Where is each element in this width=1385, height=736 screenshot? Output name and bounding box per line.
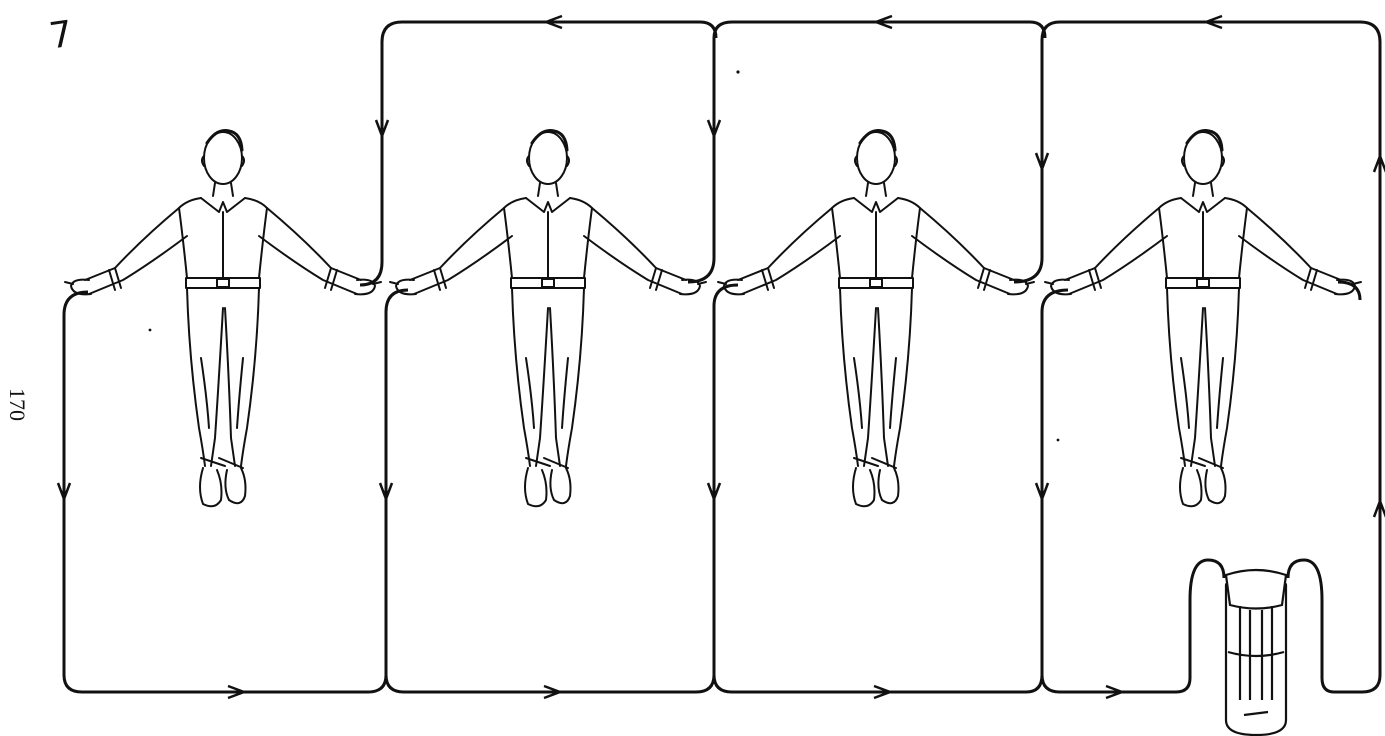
- person-figure: [718, 131, 1034, 507]
- battery-jar: [1226, 570, 1286, 735]
- figure-number-mark: 7: [29, 7, 93, 65]
- person-figure: [390, 131, 706, 507]
- person-figure: [65, 131, 381, 507]
- connecting-wire: [64, 22, 1380, 692]
- current-direction-arrows: [58, 16, 1385, 698]
- page-number: 170: [2, 388, 32, 418]
- person-figure: [1045, 131, 1361, 507]
